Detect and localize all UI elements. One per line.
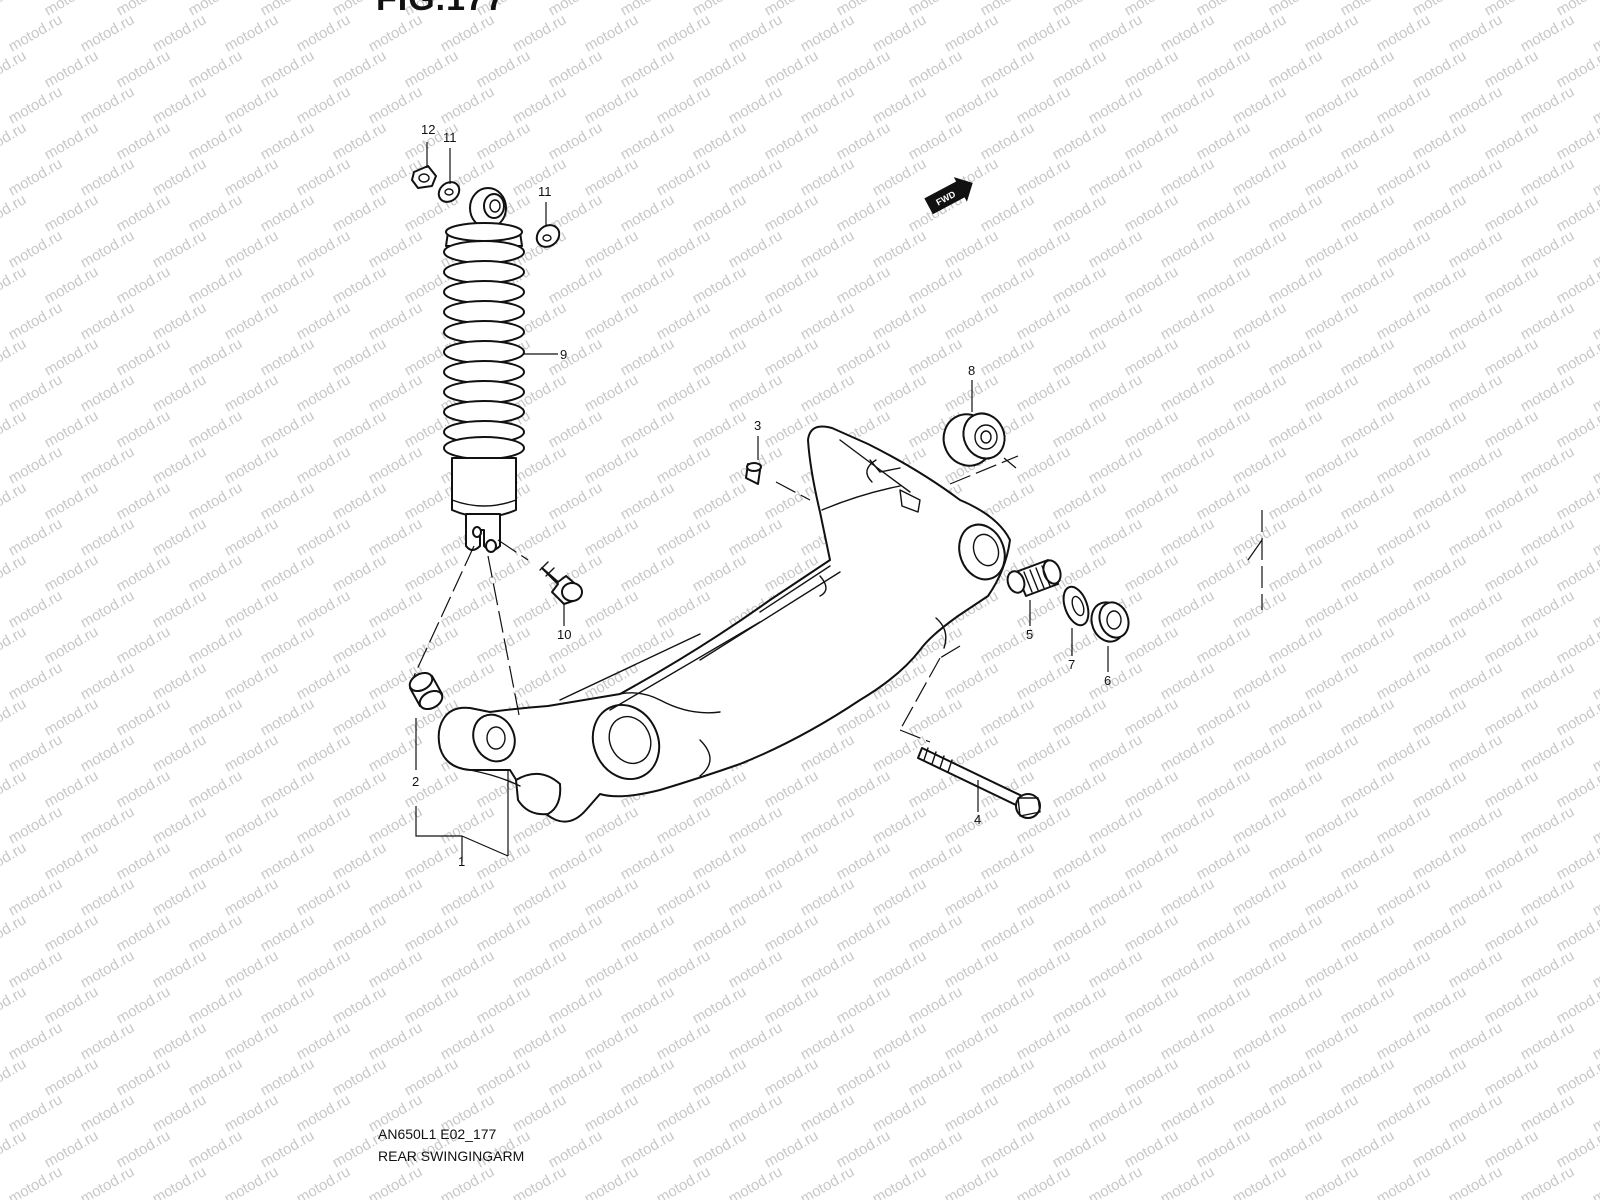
rear-swingarm[interactable] — [437, 425, 1013, 823]
callout-4[interactable]: 4 — [974, 812, 981, 827]
pivot-shaft-5[interactable] — [1005, 558, 1064, 597]
nut-6[interactable] — [1086, 598, 1133, 647]
callout-2[interactable]: 2 — [412, 774, 419, 789]
callout-7[interactable]: 7 — [1068, 657, 1075, 672]
callout-3[interactable]: 3 — [754, 418, 761, 433]
callout-1[interactable]: 1 — [458, 854, 465, 869]
pin-3[interactable] — [745, 462, 762, 485]
bolt-4[interactable] — [917, 747, 1041, 819]
washer-7[interactable] — [1059, 583, 1093, 628]
fwd-arrow-icon: FWD — [924, 177, 973, 215]
diagram-title: REAR SWINGINGARM — [378, 1148, 525, 1164]
callout-5[interactable]: 5 — [1026, 627, 1033, 642]
diagram-code: AN650L1 E02_177 — [378, 1126, 497, 1142]
callout-11-top[interactable]: 11 — [443, 130, 457, 145]
callout-10[interactable]: 10 — [557, 627, 571, 642]
washer-11-right[interactable] — [532, 221, 563, 252]
bushing-2[interactable] — [407, 669, 446, 712]
bearing-8[interactable] — [935, 406, 1012, 473]
callout-8[interactable]: 8 — [968, 363, 975, 378]
callout-6[interactable]: 6 — [1104, 673, 1111, 688]
nut-12[interactable] — [411, 165, 437, 189]
callout-11-right[interactable]: 11 — [538, 184, 552, 199]
coil-spring — [443, 240, 525, 460]
leader-lines — [415, 142, 1263, 862]
callout-12[interactable]: 12 — [421, 122, 435, 137]
figure-title: FIG.177 — [376, 0, 506, 19]
rear-shock-absorber[interactable] — [443, 187, 525, 553]
washer-11-top[interactable] — [435, 178, 463, 206]
callout-9[interactable]: 9 — [560, 347, 567, 362]
bolt-10[interactable] — [539, 561, 583, 605]
callout-labels: 12 11 11 9 3 8 10 5 7 6 4 2 1 — [412, 122, 1111, 869]
assembly-guide-lines — [413, 455, 1263, 743]
